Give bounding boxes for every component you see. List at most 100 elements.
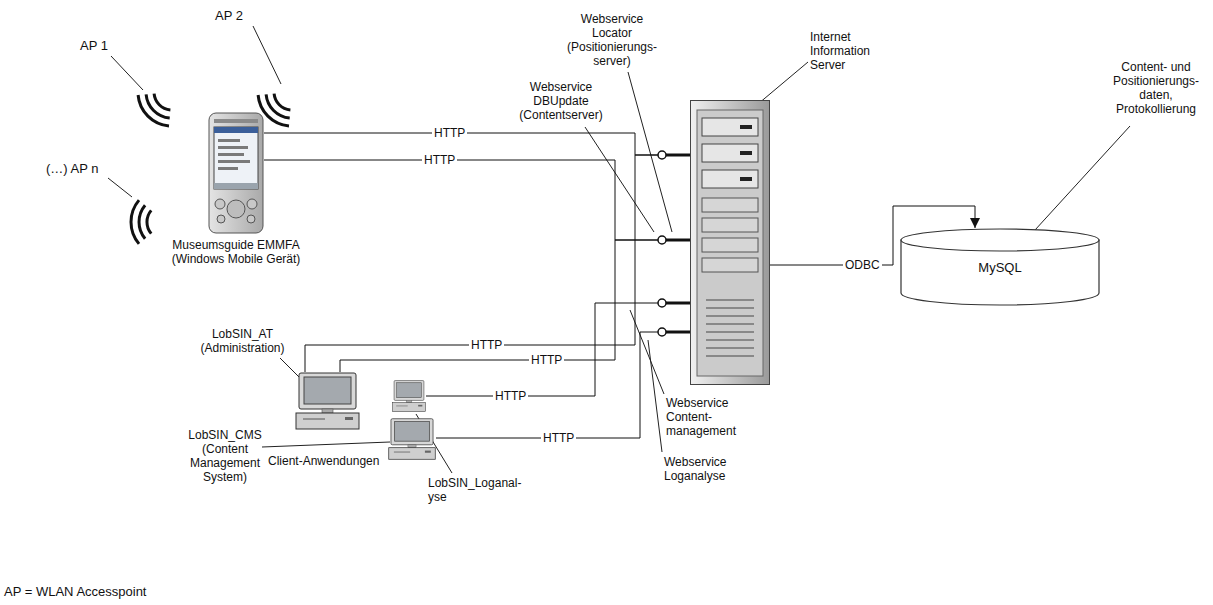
- pda-icon-part: [214, 127, 258, 133]
- wlan-arc: [274, 94, 290, 110]
- server-icon-part: [702, 144, 758, 162]
- connector-label: HTTP: [541, 431, 576, 445]
- computer-icon-part: [394, 381, 424, 401]
- server-icon-part: [702, 258, 758, 272]
- pda-icon-part: [218, 153, 244, 156]
- server-icon-part: [697, 110, 763, 376]
- connector-line: [305, 155, 690, 372]
- footnote: AP = WLAN Accesspoint: [4, 584, 146, 599]
- leader-line: [253, 26, 281, 84]
- leader-line: [648, 340, 662, 452]
- computer-icon-part: [296, 413, 359, 429]
- pda-icon-part: [227, 200, 245, 218]
- computer-icon-part: [303, 419, 325, 420]
- connector-label: HTTP: [493, 389, 528, 403]
- server-tower: Internet Information Server: [690, 100, 770, 385]
- connector-line: [264, 160, 690, 240]
- database-callout: Content- und Positionierungs- daten, Pro…: [1104, 60, 1208, 116]
- connector-label: ODBC: [843, 258, 882, 272]
- leader-line: [111, 56, 143, 90]
- computer-icon-part: [394, 452, 410, 453]
- pda-icon-part: [218, 146, 248, 149]
- computer-icon: [388, 418, 436, 460]
- pda-icon-part: [218, 139, 240, 142]
- pda-icon-part: [218, 160, 250, 163]
- server-icon-part: [740, 125, 752, 129]
- client-callout: LobSIN_AT (Administration): [195, 327, 290, 355]
- loganalysis-computer: LobSIN_Loganal- yse: [392, 380, 426, 412]
- server-icon-part: [740, 177, 752, 181]
- server-icon-part: [702, 218, 758, 232]
- pda-icon-part: [247, 199, 257, 209]
- computer-icon-part: [396, 405, 408, 406]
- socket-symbol: [658, 151, 666, 159]
- wlan-arc: [266, 94, 290, 118]
- pda-icon-part: [215, 199, 225, 209]
- server-icon-part: [740, 151, 752, 155]
- connector-line: [264, 133, 690, 155]
- computer-icon-part: [304, 377, 351, 404]
- computer-icon-part: [406, 400, 412, 402]
- admin-computer: LobSIN_AT (Administration): [295, 372, 360, 430]
- connector-label: HTTP: [529, 353, 564, 367]
- client-callout: LobSIN_Loganal- yse: [428, 476, 528, 504]
- wlan-arc: [138, 95, 169, 126]
- webservice-label: Webservice Content- management: [666, 396, 746, 438]
- server-icon: [690, 100, 770, 385]
- webservice-label: Webservice Locator (Positionierungs- ser…: [563, 12, 661, 68]
- wlan-symbols: [131, 94, 290, 244]
- connector-label: HTTP: [469, 338, 504, 352]
- leader-lines: [108, 26, 1130, 473]
- wlan-arc: [131, 200, 139, 244]
- socket-symbol: [658, 299, 666, 307]
- wlan-arc: [146, 94, 170, 118]
- server-icon-part: [691, 101, 770, 385]
- connector-label: HTTP: [422, 153, 457, 167]
- database-name: MySQL: [900, 260, 1100, 275]
- computer-icon-part: [389, 448, 436, 460]
- wlan-arc: [154, 94, 170, 110]
- database-cylinder: MySQL: [900, 228, 1100, 306]
- connector-line: [436, 332, 690, 438]
- server-icon-part: [702, 170, 758, 188]
- computer-icon-part: [391, 419, 433, 445]
- pda-icon: [208, 112, 264, 234]
- computer-icon: [392, 380, 426, 412]
- connector-label: HTTP: [432, 126, 467, 140]
- computer-icon-part: [299, 373, 356, 409]
- connector-line: [426, 303, 690, 396]
- socket-symbol: [658, 328, 666, 336]
- server-icon-part: [702, 118, 758, 136]
- leader-line: [1035, 126, 1130, 230]
- pda-icon-part: [218, 167, 238, 170]
- wlan-arc: [139, 205, 145, 238]
- wlan-arc: [147, 210, 151, 233]
- webservice-label: Webservice DBUpdate (Contentserver): [512, 80, 610, 122]
- ap-label: AP 2: [215, 8, 243, 23]
- computer-icon-part: [322, 409, 333, 413]
- device-caption: Museumsguide EMMFA (Windows Mobile Gerät…: [151, 238, 321, 266]
- leader-line: [262, 442, 390, 447]
- computer-icon-part: [408, 445, 416, 448]
- connector-line: [340, 240, 690, 372]
- computer-icon-part: [397, 383, 422, 398]
- leader-line: [758, 62, 808, 104]
- pda-device: Museumsguide EMMFA (Windows Mobile Gerät…: [208, 112, 264, 234]
- pda-icon-part: [214, 127, 258, 189]
- computer-icon-part: [418, 405, 422, 407]
- computer-icon-part: [345, 417, 353, 420]
- computer-icon: [295, 372, 360, 430]
- group-label: Client-Anwendungen: [268, 454, 379, 468]
- computer-icon-part: [395, 422, 430, 442]
- pda-icon-part: [214, 119, 258, 123]
- socket-symbol: [658, 236, 666, 244]
- cms-computer: LobSIN_CMS (Content Management System): [388, 418, 436, 460]
- computer-icon-part: [425, 451, 431, 453]
- server-icon-part: [706, 300, 754, 356]
- leader-line: [108, 178, 132, 197]
- ap-label: (…) AP n: [46, 161, 99, 176]
- leader-line: [280, 358, 300, 378]
- pda-icon-part: [214, 183, 258, 189]
- pda-icon-part: [217, 215, 225, 223]
